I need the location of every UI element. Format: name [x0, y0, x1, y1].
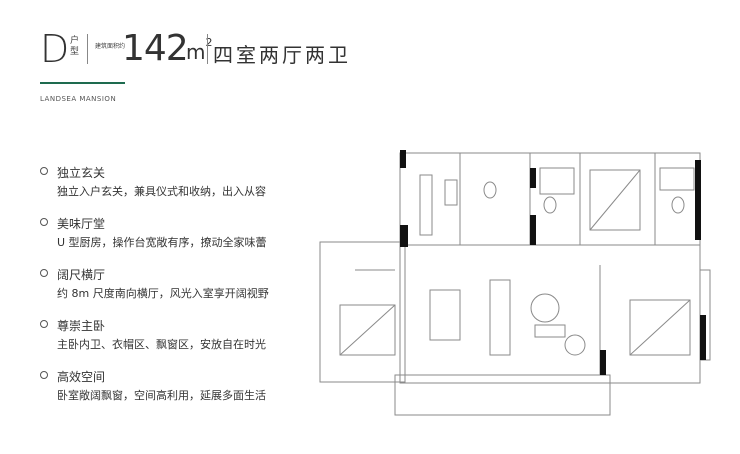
floor-plan — [319, 150, 711, 416]
unit-type-label: 户型 — [70, 36, 80, 57]
feature-desc: 主卧内卫、衣帽区、飘窗区，安放自在时光 — [57, 338, 266, 351]
bullet-icon — [40, 218, 48, 226]
bed — [339, 304, 396, 356]
feature-title: 尊崇主卧 — [57, 319, 106, 333]
feature-title: 高效空间 — [57, 370, 106, 384]
kitchen-island — [489, 279, 511, 356]
feature-desc: 卧室敞阔飘窗，空间高利用，延展多面生活 — [57, 389, 266, 402]
structural-column — [700, 315, 706, 360]
plan-lower-left — [319, 241, 406, 383]
kitchen-counter — [419, 174, 433, 236]
toilet-icon — [483, 181, 497, 199]
structural-column — [400, 150, 406, 168]
feature-desc: U 型厨房，操作台宽敞有序，撩动全家味蕾 — [57, 236, 267, 249]
header-divider — [87, 34, 88, 64]
armchair — [564, 334, 586, 356]
area-label: 建筑面积约 — [95, 43, 126, 50]
bathtub — [539, 167, 575, 195]
bullet-icon — [40, 371, 48, 379]
plan-balcony — [394, 374, 611, 416]
bed — [629, 299, 691, 356]
bed — [629, 299, 691, 356]
bed — [589, 169, 641, 231]
bathtub — [659, 167, 695, 191]
feature-title: 美味厅堂 — [57, 217, 106, 231]
toilet-icon — [671, 196, 685, 214]
bullet-icon — [40, 167, 48, 175]
bed — [589, 169, 641, 231]
structural-column — [600, 350, 606, 375]
unit-letter: D — [40, 27, 70, 71]
feature-title: 阔尺横厅 — [57, 268, 106, 282]
toilet-icon — [543, 196, 557, 214]
structural-column — [695, 160, 701, 240]
plan-outline — [399, 152, 701, 384]
bullet-icon — [40, 269, 48, 277]
feature-title: 独立玄关 — [57, 166, 106, 180]
structural-column — [530, 215, 536, 245]
header-divider — [207, 34, 208, 64]
structural-column — [530, 168, 536, 188]
bullet-icon — [40, 320, 48, 328]
feature-desc: 独立入户玄关，兼具仪式和收纳，出入从容 — [57, 185, 266, 198]
bed — [339, 304, 396, 356]
area-unit: m2 — [186, 36, 213, 64]
brand-name: LANDSEA MANSION — [40, 95, 117, 103]
sofa — [534, 324, 566, 338]
structural-column — [400, 225, 408, 247]
brand-accent-line — [40, 82, 125, 84]
area-value: 142 — [122, 28, 189, 69]
coffee-table — [530, 293, 560, 323]
layout-name: 四室两厅两卫 — [213, 43, 351, 67]
dining-table — [429, 289, 461, 341]
kitchen-counter — [444, 179, 458, 206]
feature-desc: 约 8m 尺度南向横厅，风光入室享开阔视野 — [57, 287, 269, 300]
